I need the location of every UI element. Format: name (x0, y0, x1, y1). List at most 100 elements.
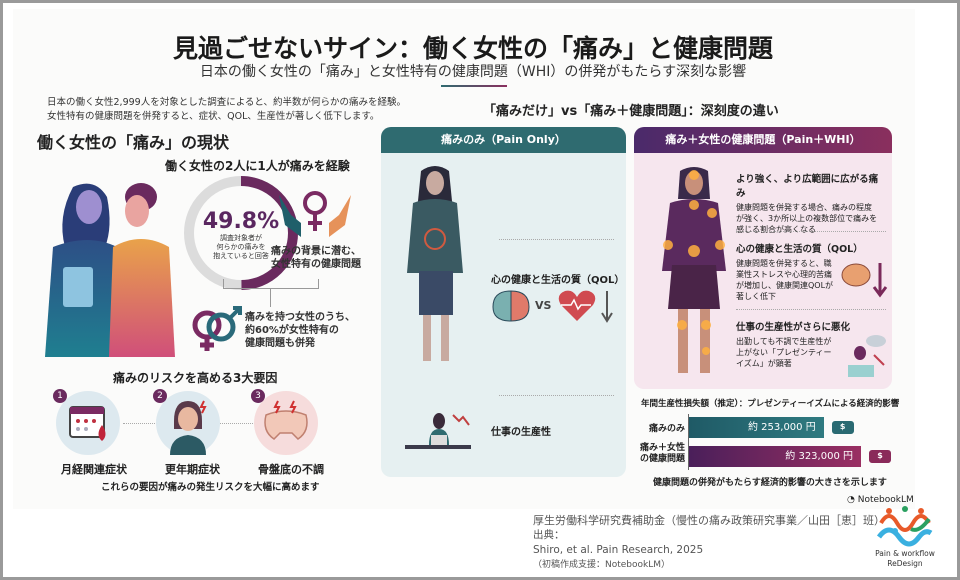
text-line: 痛みの背景に潜む、 (271, 246, 361, 257)
brain-icon (492, 290, 530, 322)
pelvis-pain-icon (254, 391, 318, 455)
notebooklm-watermark: ◔ NotebookLM (847, 495, 914, 505)
text-line: 健康問題も併発 (245, 338, 315, 349)
intro-line: 日本の働く女性2,999人を対象とした調査によると、約半数が何らかの痛みを経験。 (47, 97, 407, 108)
category-label: 痛みのみ (648, 424, 685, 434)
intro-text: 日本の働く女性2,999人を対象とした調査によると、約半数が何らかの痛みを経験。… (47, 96, 406, 124)
data-label: 約 253,000 円 (748, 422, 816, 433)
two-women-illustration (45, 183, 175, 357)
text-line: 業性ストレスや心理的苦痛 (736, 270, 832, 279)
source-label: 出典： (533, 529, 565, 541)
bar-pain-only: 約 253,000 円 (689, 417, 824, 438)
hands-female-icon (279, 191, 351, 237)
watermark-text: NotebookLM (857, 495, 914, 505)
donut-label: 49.8% 調査対象者が 何らかの痛みを 抱えていると回答 (183, 209, 299, 261)
bracket-connector (223, 279, 319, 289)
text-line: Pain & workflow (875, 549, 935, 558)
data-label: 約 323,000 円 (785, 451, 853, 462)
risk-label: 骨盤底の不調 (258, 463, 324, 476)
whi-item: より強く、より広範囲に広がる痛み 健康問題を併発する場合、痛みの程度が強く、3か… (736, 171, 886, 235)
whi-item-title: 仕事の生産性がさらに悪化 (736, 322, 851, 333)
stat-donut (184, 176, 298, 290)
page-title: 見過ごせないサイン：働く女性の「痛み」と健康問題 (172, 34, 773, 63)
divider (736, 309, 886, 310)
donut-caption: 調査対象者が (220, 234, 262, 242)
frame: 見過ごせないサイン：働く女性の「痛み」と健康問題 日本の働く女性の「痛み」と女性… (3, 3, 957, 577)
whi-item-body: 出勤しても不調で生産性が上がない「プレゼンティーイズム」が顕著 (736, 336, 886, 369)
panel-header: 痛みのみ（Pain Only） (381, 127, 626, 153)
text-line: 健康問題を併発すると、職 (736, 259, 832, 268)
intro-line: 女性特有の健康問題を併発すると、症状、QOL、生産性が著しく低下します。 (47, 111, 380, 122)
caption: 厚生労働科学研究費補助金（慢性の痛み政策研究事業／山田［恵］班） 出典： Shi… (533, 513, 885, 573)
vs-label: VS (535, 299, 552, 312)
risk-badge: 1 (53, 389, 67, 403)
text-line: 女性特有の健康問題 (271, 259, 361, 270)
headache-woman-icon (156, 391, 220, 455)
chart-title: 年間生産性損失額（推定）：プレゼンティーイズムによる経済的影響 (641, 399, 900, 409)
productivity-label: 仕事の生産性 (491, 427, 551, 438)
text-line: 痛み＋女性 (639, 443, 685, 453)
whi-item: 仕事の生産性がさらに悪化 出勤しても不調で生産性が上がない「プレゼンティーイズム… (736, 319, 886, 369)
woman-stomach-pain-illustration (407, 166, 463, 361)
bar-pain-whi: 約 323,000 円 (689, 446, 861, 467)
pain-workflow-redesign-logo (876, 506, 933, 547)
divider (499, 239, 614, 240)
text-line: ReDesign (887, 559, 923, 568)
text-line: が増加し、健康関連QOLが (736, 281, 834, 290)
risk-badge: 3 (251, 389, 265, 403)
text-line: 出勤しても不調で生産性が (736, 337, 832, 346)
text-line: イズム」が顕著 (736, 359, 792, 368)
whi-item-title: 心の健康と生活の質（QOL） (736, 244, 863, 255)
money-icon: $ (831, 421, 854, 434)
divider (499, 395, 614, 396)
risk-label: 更年期症状 (165, 463, 220, 476)
brain-down-icon (841, 263, 888, 298)
assist-text: （初稿作成支援：NotebookLM） (533, 560, 671, 570)
text-line: 約60%が女性特有の (245, 325, 339, 336)
whi-item-body: 健康問題を併発すると、職業性ストレスや心理的苦痛が増加し、健康関連QOLが著しく… (736, 258, 886, 302)
text-line: の健康問題 (639, 454, 685, 464)
risk-badge: 2 (153, 389, 167, 403)
text-line: 痛みを持つ女性のうち、 (245, 312, 355, 323)
pain-whi-panel: 痛み＋女性の健康問題（Pain＋WHI） より強く、より広範囲に広がる痛み 健康… (634, 127, 892, 389)
panel-header: 痛み＋女性の健康問題（Pain＋WHI） (634, 127, 892, 153)
combined-text: 痛みを持つ女性のうち、 約60%が女性特有の 健康問題も併発 (245, 311, 355, 350)
whi-item-body: 健康問題を併発する場合、痛みの程度が強く、3か所以上の複数部位で痛みを感じる割合… (736, 202, 886, 235)
woman-multiple-pain-illustration (662, 167, 726, 373)
stat-title: 働く女性の2人に1人が痛みを経験 (165, 159, 350, 173)
risk-footer: これらの要因が痛みの発生リスクを大幅に高めます (101, 482, 320, 493)
risk-title: 痛みのリスクを高める3大要因 (113, 371, 278, 385)
whi-item-title: より強く、より広範囲に広がる痛み (736, 174, 879, 199)
donut-caption: 抱えていると回答 (213, 252, 269, 260)
background-text: 痛みの背景に潜む、 女性特有の健康問題 (271, 245, 361, 271)
page-subtitle: 日本の働く女性の「痛み」と女性特有の健康問題（WHI）の併発がもたらす深刻な影響 (199, 64, 747, 80)
text-line: 著しく低下 (736, 292, 776, 301)
divider (736, 231, 886, 232)
title-underline (441, 85, 507, 87)
funding-text: 厚生労働科学研究費補助金（慢性の痛み政策研究事業／山田［恵］班） (533, 514, 885, 527)
gender-symbol-icon (192, 306, 242, 351)
pain-only-panel: 痛みのみ（Pain Only） 心の健康と生活の質（QOL） VS 仕事の生産性 (381, 127, 626, 477)
whi-item: 心の健康と生活の質（QOL） 健康問題を併発すると、職業性ストレスや心理的苦痛が… (736, 241, 886, 302)
tired-worker-icon (848, 335, 886, 377)
category-label: 痛み＋女性の健康問題 (633, 443, 685, 465)
chart-axis (688, 414, 689, 470)
section-title: 働く女性の「痛み」の現状 (37, 133, 230, 152)
infographic: 見過ごせないサイン：働く女性の「痛み」と健康問題 日本の働く女性の「痛み」と女性… (13, 9, 915, 509)
donut-caption: 何らかの痛みを (216, 243, 266, 251)
text-line: 上がない「プレゼンティー (736, 348, 832, 357)
connector-line (270, 289, 271, 307)
desk-worker-icon (405, 413, 471, 449)
compare-title: 「痛みだけ」vs「痛み＋健康問題」：深刻度の違い (483, 104, 779, 119)
text-line: が強く、3か所以上の複数部位で痛みを (736, 214, 878, 223)
risk-label: 月経関連症状 (61, 463, 127, 476)
donut-value: 49.8% (202, 209, 280, 234)
calendar-blood-drop-icon (56, 391, 120, 455)
chart-footer: 健康問題の併発がもたらす経済的影響の大きさを示します (653, 478, 887, 488)
donut-arc (184, 176, 298, 290)
text-line: 健康問題を併発する場合、痛みの程度 (736, 203, 872, 212)
heart-down-icon (558, 290, 613, 323)
money-icon: $ (869, 450, 891, 463)
source-text: Shiro, et al. Pain Research, 2025 (533, 544, 704, 556)
